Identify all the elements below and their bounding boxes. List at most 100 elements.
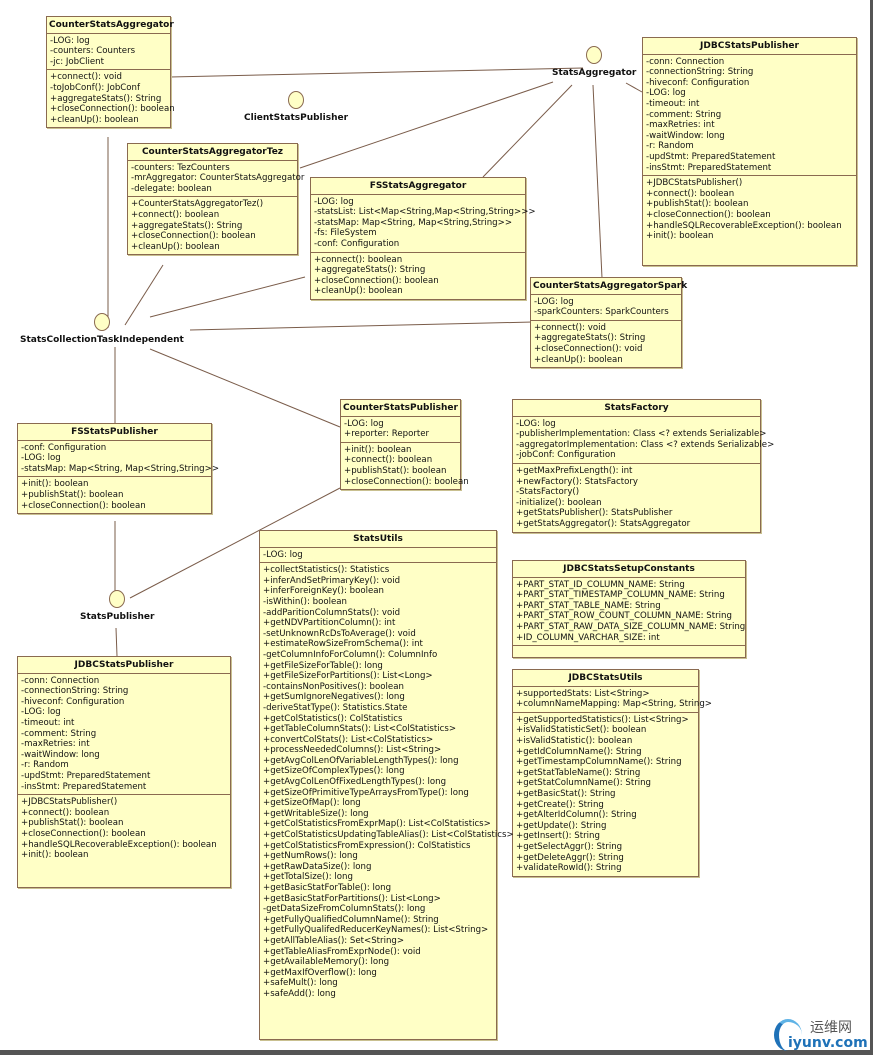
attributes-section: -LOG: log <box>260 548 496 563</box>
class-counter-stats-aggregator[interactable]: CounterStatsAggregator-LOG: log-counters… <box>46 16 175 129</box>
method-row: +connect(): boolean <box>646 188 735 199</box>
class-counter-stats-aggregator-tez[interactable]: CounterStatsAggregatorTez-counters: TezC… <box>127 143 305 256</box>
attributes-section: -LOG: log-publisherImplementation: Class… <box>513 417 774 463</box>
class-fs-stats-aggregator[interactable]: FSStatsAggregator-LOG: log-statsList: Li… <box>310 177 536 300</box>
method-row: +init(): boolean <box>344 444 412 455</box>
method-row: +getSelectAggr(): String <box>516 841 623 852</box>
method-row: -containsNonPositives(): boolean <box>263 681 404 692</box>
class-jdbc-stats-publisher-top[interactable]: JDBCStatsPublisher-conn: Connection-conn… <box>642 37 857 266</box>
class-jdbc-stats-setup-constants[interactable]: JDBCStatsSetupConstants+PART_STAT_ID_COL… <box>512 560 746 658</box>
attribute-row: -LOG: log <box>50 35 90 46</box>
method-row: +closeConnection(): boolean <box>21 828 146 839</box>
watermark-logo: 运维网 iyunv.com <box>772 1015 872 1055</box>
attribute-row: +supportedStats: List<String> <box>516 688 650 699</box>
link-taskindependent-csp <box>149 348 341 428</box>
attribute-row: -LOG: log <box>534 296 574 307</box>
method-row: -setUnknownRcDsToAverage(): void <box>263 628 416 639</box>
class-name: CounterStatsAggregatorTez <box>128 144 297 161</box>
attributes-section: -LOG: log-statsList: List<Map<String,Map… <box>311 195 536 252</box>
attribute-row: -LOG: log <box>344 418 384 429</box>
attribute-row: -timeout: int <box>21 717 75 728</box>
method-row: +processNeededColumns(): List<String> <box>263 745 442 756</box>
method-row: -getColumnInfoForColumn(): ColumnInfo <box>263 649 438 660</box>
attribute-row: -jc: JobClient <box>50 56 104 67</box>
method-row: +JDBCStatsPublisher() <box>21 797 118 808</box>
attribute-row: -jobConf: Configuration <box>516 450 616 461</box>
interface-stats-publisher[interactable]: StatsPublisher <box>80 590 154 622</box>
class-name: CounterStatsPublisher <box>341 400 460 417</box>
method-row: +getInsert(): String <box>516 831 600 842</box>
method-row: +validateRowId(): String <box>516 863 622 874</box>
class-jdbc-stats-utils[interactable]: JDBCStatsUtils+supportedStats: List<Stri… <box>512 669 712 877</box>
attribute-row: -comment: String <box>646 109 722 120</box>
attribute-row: -LOG: log <box>646 88 686 99</box>
method-row: +getNDVPartitionColumn(): int <box>263 618 396 629</box>
method-row: +closeConnection(): boolean <box>344 476 469 487</box>
attributes-section: +PART_STAT_ID_COLUMN_NAME: String+PART_S… <box>513 578 745 646</box>
interface-circle-icon <box>586 46 603 64</box>
method-row: +safeMult(): long <box>263 978 338 989</box>
attribute-row: -LOG: log <box>516 418 556 429</box>
attribute-row: +PART_STAT_ROW_COUNT_COLUMN_NAME: String <box>516 611 732 622</box>
attribute-row: -fs: FileSystem <box>314 228 377 239</box>
watermark-en: iyunv.com <box>788 1035 868 1051</box>
attribute-row: -r: Random <box>646 141 694 152</box>
attribute-row: -publisherImplementation: Class <? exten… <box>516 429 767 440</box>
attribute-row: -LOG: log <box>314 196 354 207</box>
method-row: +getNumRows(): long <box>263 851 358 862</box>
link-jdbc-statsaggregator <box>625 82 643 93</box>
class-name: CounterStatsAggregatorSpark <box>531 278 687 295</box>
class-stats-factory[interactable]: StatsFactory-LOG: log-publisherImplement… <box>512 399 774 533</box>
attributes-section: +supportedStats: List<String>+columnName… <box>513 687 712 712</box>
attribute-row: -insStmt: PreparedStatement <box>21 781 147 792</box>
method-row: +aggregateStats(): String <box>314 265 426 276</box>
method-row: +publishStat(): boolean <box>344 465 447 476</box>
class-counter-stats-publisher[interactable]: CounterStatsPublisher-LOG: log+reporter:… <box>340 399 469 491</box>
method-row: +init(): boolean <box>21 850 89 861</box>
method-row: -isWithin(): boolean <box>263 596 348 607</box>
method-row: +closeConnection(): void <box>534 343 643 354</box>
attribute-row: -mrAggregator: CounterStatsAggregator <box>131 173 305 184</box>
method-row: +collectStatistics(): Statistics <box>263 565 390 576</box>
attributes-section: -LOG: log-sparkCounters: SparkCounters <box>531 295 681 320</box>
method-row: -getDataSizeFromColumnStats(): long <box>263 904 426 915</box>
method-row: +getColStatisticsUpdatingTableAlias(): L… <box>263 830 514 841</box>
method-row: +publishStat(): boolean <box>21 489 124 500</box>
interface-stats-collection-task-independent[interactable]: StatsCollectionTaskIndependent <box>20 313 184 345</box>
method-row: +getFileSizeForPartitions(): List<Long> <box>263 671 433 682</box>
method-row: +newFactory(): StatsFactory <box>516 476 639 487</box>
attribute-row: -insStmt: PreparedStatement <box>646 162 772 173</box>
method-row: +getTimestampColumnName(): String <box>516 757 682 768</box>
interface-stats-aggregator[interactable]: StatsAggregator <box>552 46 636 78</box>
attribute-row: -waitWindow: long <box>21 749 100 760</box>
method-row: +getBasicStatForTable(): long <box>263 883 392 893</box>
class-stats-utils[interactable]: StatsUtils-LOG: log+collectStatistics():… <box>259 530 514 1040</box>
method-row: -addParitionColumnStats(): void <box>263 607 401 618</box>
methods-section: +collectStatistics(): Statistics+inferAn… <box>260 562 514 1001</box>
attribute-row: +PART_STAT_RAW_DATA_SIZE_COLUMN_NAME: St… <box>516 621 746 632</box>
method-row: +inferAndSetPrimaryKey(): void <box>263 575 401 586</box>
class-counter-stats-aggregator-spark[interactable]: CounterStatsAggregatorSpark-LOG: log-spa… <box>530 277 687 369</box>
method-row: +cleanUp(): boolean <box>314 286 403 297</box>
class-fs-stats-publisher[interactable]: FSStatsPublisher-conf: Configuration-LOG… <box>17 423 219 515</box>
logo-arc-icon <box>774 1019 802 1051</box>
method-row: -deriveStatType(): Statistics.State <box>263 702 408 713</box>
method-row: +getFullyQualifedReducerKeyNames(): List… <box>263 925 489 936</box>
link-fsagg-statsaggregator <box>482 84 573 178</box>
class-jdbc-stats-publisher-bottom[interactable]: JDBCStatsPublisher-conn: Connection-conn… <box>17 656 231 888</box>
method-row: +cleanUp(): boolean <box>131 241 220 252</box>
method-row: +getBasicStat(): String <box>516 788 616 799</box>
method-row: +getMaxIfOverflow(): long <box>263 967 377 978</box>
method-row: +inferForeignKey(): boolean <box>263 586 384 597</box>
method-row: +init(): boolean <box>21 479 89 490</box>
class-name: FSStatsPublisher <box>18 424 211 441</box>
method-row: +getAvailableMemory(): long <box>263 957 390 968</box>
methods-section: +connect(): void+aggregateStats(): Strin… <box>531 319 681 367</box>
method-row: +getCreate(): String <box>516 799 604 810</box>
attribute-row: -LOG: log <box>21 707 61 718</box>
method-row: +closeConnection(): boolean <box>646 209 771 220</box>
interface-circle-icon <box>288 91 305 109</box>
interface-client-stats-publisher[interactable]: ClientStatsPublisher <box>244 91 348 123</box>
method-row: +getColStatistics(): ColStatistics <box>263 713 403 724</box>
